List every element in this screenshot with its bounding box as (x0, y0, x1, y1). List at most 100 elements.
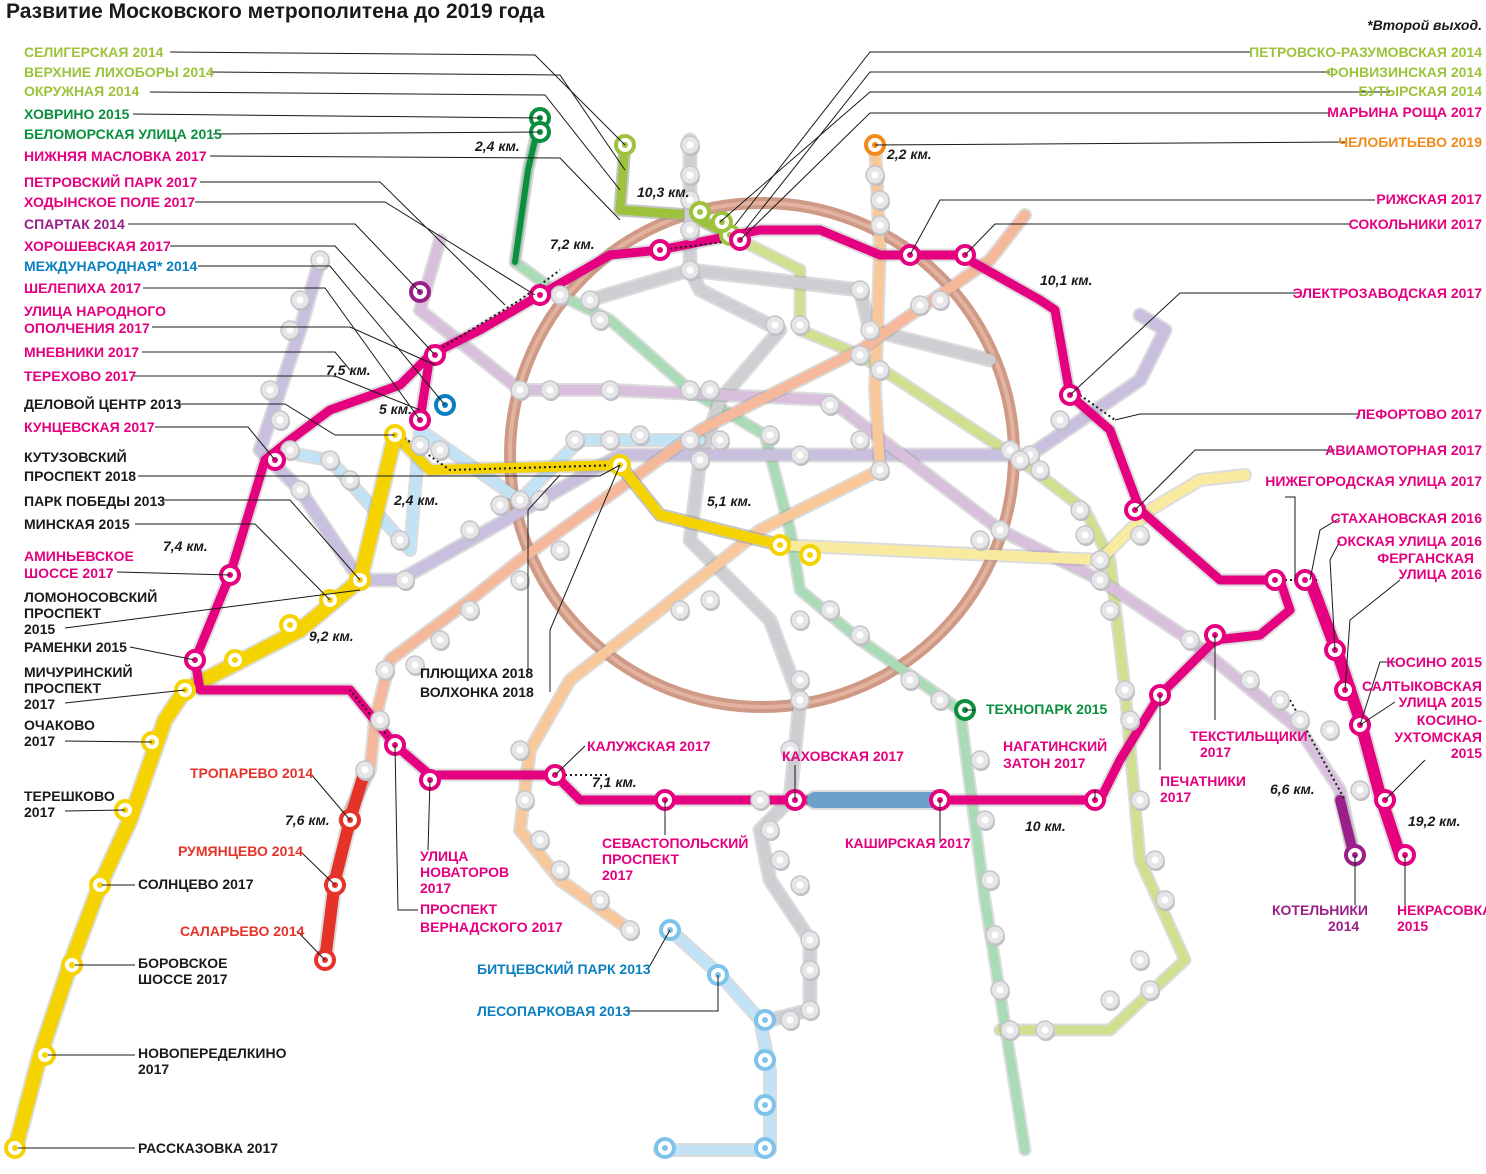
station-label-kakhovskaya: КАХОВСКАЯ 2017 (782, 748, 904, 764)
station-core (866, 326, 874, 334)
station-label-fergan2: УЛИЦА 2016 (1399, 566, 1483, 582)
station-label-opolchenie1: УЛИЦА НАРОДНОГО (24, 303, 166, 319)
station-label-novoper2: 2017 (138, 1061, 169, 1077)
distance-d103: 10,3 км. (637, 184, 689, 200)
station-core (286, 326, 294, 334)
station-label-kaluzhskaya: КАЛУЖСКАЯ 2017 (587, 738, 711, 754)
station-new-core (762, 1102, 768, 1108)
station-label-kosukh2: УХТОМСКАЯ (1394, 729, 1482, 745)
leader-novatorov3 (427, 779, 431, 851)
station-core (1106, 996, 1114, 1004)
station-core (516, 576, 524, 584)
station-core (686, 386, 694, 394)
station-label-mnevniki: МНЕВНИКИ 2017 (24, 344, 139, 360)
extension-connector-2 (1079, 394, 1116, 421)
station-label-saltyk2: УЛИЦА 2015 (1399, 694, 1483, 710)
station-core (976, 536, 984, 544)
leader-chelob (874, 141, 1346, 146)
station-core (876, 466, 884, 474)
station-label-vernad2: ВЕРНАДСКОГО 2017 (420, 919, 563, 935)
station-core (1006, 446, 1014, 454)
station-core (496, 501, 504, 509)
station-label-rumyantsevo: РУМЯНЦЕВО 2014 (178, 843, 303, 859)
leader-fonviz (744, 71, 1330, 231)
leader-kutuz2 (138, 464, 621, 477)
distance-d24b: 2,4 км. (393, 492, 439, 508)
station-core (806, 936, 814, 944)
leader-terekhovo (133, 375, 421, 411)
leader-plyushchikha (527, 474, 561, 673)
station-core (296, 296, 304, 304)
station-label-nizhegor: НИЖЕГОРОДСКАЯ УЛИЦА 2017 (1265, 473, 1482, 489)
grey-line (684, 134, 816, 1026)
station-label-novatorov3: 2017 (420, 880, 451, 896)
station-core (766, 826, 774, 834)
station-new-core (287, 622, 293, 628)
station-core (316, 256, 324, 264)
distance-d74: 7,4 км. (163, 538, 208, 554)
station-core (786, 1016, 794, 1024)
leader-michur3 (64, 689, 186, 704)
distance-d66: 6,6 км. (1270, 781, 1315, 797)
station-core (686, 266, 694, 274)
station-core (516, 746, 524, 754)
station-new-core (697, 209, 703, 215)
station-label-tereshkovo2: 2017 (24, 804, 55, 820)
station-label-lomon1: ЛОМОНОСОВСКИЙ (24, 588, 157, 605)
station-label-lomon2: ПРОСПЕКТ (24, 605, 102, 621)
distance-d22: 2,2 км. (886, 146, 932, 162)
extension-connector-1 (659, 239, 741, 251)
leader-maslovka (209, 155, 621, 221)
leader-spartak (128, 223, 421, 293)
blue-line-shadow (653, 923, 777, 1157)
station-core (521, 796, 529, 804)
leader-troparevo (309, 772, 351, 821)
leader-lefortovo (1114, 413, 1360, 421)
lime-line-new (615, 140, 735, 240)
leader-petrraz (734, 51, 1250, 226)
station-label-troparevo: ТРОПАРЕВО 2014 (190, 765, 313, 781)
station-core (401, 576, 409, 584)
leader-delovoy (176, 403, 395, 436)
leader-volkhonka (549, 464, 621, 692)
station-core (706, 596, 714, 604)
station-label-delovoy: ДЕЛОВОЙ ЦЕНТР 2013 (24, 395, 181, 412)
station-label-opolchenie2: ОПОЛЧЕНИЯ 2017 (24, 320, 150, 336)
station-core (1246, 676, 1254, 684)
leader-stakhan (1309, 517, 1341, 581)
station-core (1056, 416, 1064, 424)
distance-d10: 10 км. (1025, 818, 1066, 834)
station-label-rasskazovka: РАССКАЗОВКА 2017 (138, 1140, 278, 1156)
leader-ochakovo2 (64, 740, 153, 743)
distance-d24a: 2,4 км. (474, 138, 520, 154)
station-core (796, 881, 804, 889)
station-label-kotel1: КОТЕЛЬНИКИ (1272, 902, 1368, 918)
station-label-aminev2: ШОССЕ 2017 (24, 565, 114, 581)
station-core (606, 436, 614, 444)
station-label-khodynskoe: ХОДЫНСКОЕ ПОЛЕ 2017 (24, 194, 195, 210)
leader-okruzhnaya (149, 91, 621, 191)
station-label-fergan1: ФЕРГАНСКАЯ (1377, 550, 1474, 566)
station-core (1161, 896, 1169, 904)
station-core (516, 496, 524, 504)
leader-aminev2 (116, 571, 231, 576)
leader-mnevniki (142, 351, 351, 371)
station-label-michur2: ПРОСПЕКТ (24, 680, 102, 696)
station-core (546, 386, 554, 394)
leader-sokolniki (964, 223, 1350, 256)
station-core (556, 546, 564, 554)
station-label-terekhovo: ТЕРЕХОВО 2017 (24, 368, 136, 384)
station-label-pechat1: ПЕЧАТНИКИ (1160, 773, 1246, 789)
station-core (876, 366, 884, 374)
leader-fergan2 (1344, 579, 1401, 691)
station-core (686, 226, 694, 234)
station-label-stakhan: СТАХАНОВСКАЯ 2016 (1331, 510, 1483, 526)
extension-connector-5 (1289, 699, 1346, 801)
station-label-tereshkovo1: ТЕРЕШКОВО (24, 788, 115, 804)
station-core (1096, 556, 1104, 564)
station-core (1121, 686, 1129, 694)
leader-parkpobedy (162, 499, 361, 581)
station-label-nekras1: НЕКРАСОВКА (1397, 902, 1486, 918)
